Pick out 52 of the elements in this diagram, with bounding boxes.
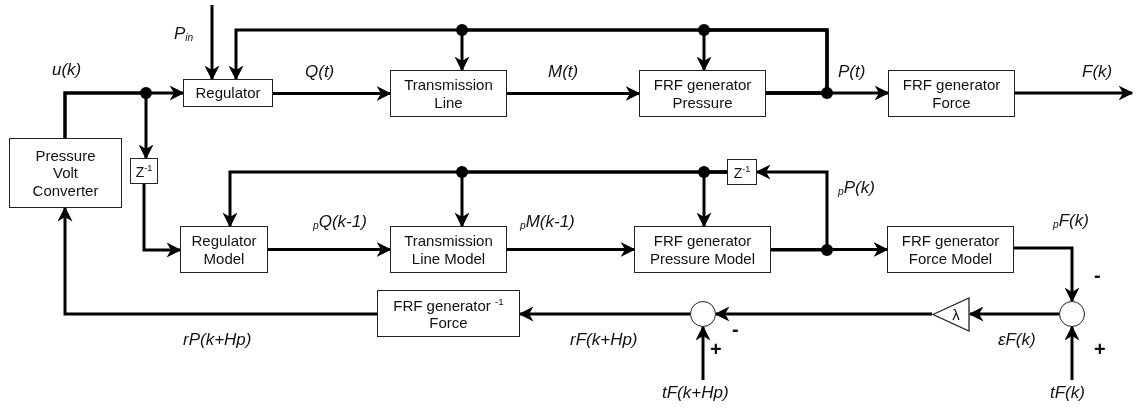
edge-label: tF(k) bbox=[1050, 383, 1085, 403]
sign-label: + bbox=[1094, 338, 1106, 361]
arrow bbox=[57, 206, 377, 316]
arrow bbox=[63, 91, 154, 160]
summing-junction bbox=[1059, 301, 1085, 327]
arrow bbox=[755, 164, 829, 252]
process-box: Z$^{-1}$ bbox=[727, 159, 757, 185]
edge-label: $_{p}$F(k) bbox=[1053, 211, 1089, 231]
sign-label: - bbox=[732, 318, 739, 341]
arrow bbox=[507, 86, 641, 101]
edge-label: rF(k+Hp) bbox=[570, 330, 638, 350]
edge-label: u(k) bbox=[52, 60, 82, 80]
sign-label: + bbox=[710, 338, 722, 361]
process-box: Transmission Line bbox=[390, 70, 507, 117]
arrow bbox=[268, 242, 392, 257]
edge-label: $_{p}$P(k) bbox=[838, 178, 875, 198]
edge-label: rP(k+Hp) bbox=[183, 330, 252, 350]
process-box: Transmission Line Model bbox=[390, 226, 507, 273]
arrow bbox=[695, 325, 711, 380]
process-box: FRF generator Force Model bbox=[887, 226, 1014, 273]
process-box: Regulator Model bbox=[180, 226, 268, 273]
process-box: FRF generator Pressure bbox=[639, 70, 766, 117]
summing-junction bbox=[690, 301, 716, 327]
arrow bbox=[518, 306, 690, 322]
edge-label: F(k) bbox=[1082, 62, 1113, 82]
process-box: Z$^{-1}$ bbox=[130, 158, 158, 184]
arrow bbox=[696, 170, 727, 228]
arrow bbox=[142, 184, 182, 258]
arrow bbox=[696, 28, 829, 95]
arrow bbox=[1064, 325, 1080, 380]
arrow bbox=[273, 86, 392, 101]
edge-label: P$_{in}$ bbox=[174, 24, 194, 44]
process-box: FRF generator Force bbox=[888, 70, 1015, 117]
arrow bbox=[204, 5, 220, 81]
gain-triangle: λ bbox=[932, 297, 970, 332]
process-box: FRF generator Pressure Model bbox=[634, 226, 771, 273]
arrow bbox=[507, 242, 636, 257]
edge-label: εF(k) bbox=[998, 330, 1036, 350]
process-box: FRF generator $^{-1}$ Force bbox=[377, 290, 520, 337]
edge-label: $_{p}$Q(k-1) bbox=[313, 212, 367, 232]
arrow bbox=[1014, 246, 1080, 303]
arrow bbox=[1015, 85, 1134, 101]
edge-label: Q(t) bbox=[305, 62, 335, 82]
arrow bbox=[771, 242, 889, 257]
edge-label: M(t) bbox=[548, 62, 579, 82]
edge-label: $_{p}$M(k-1) bbox=[520, 212, 575, 232]
edge-label: tF(k+Hp) bbox=[662, 383, 729, 403]
sign-label: - bbox=[1094, 264, 1101, 287]
process-box: Regulator bbox=[183, 79, 273, 107]
edge-label: P(t) bbox=[838, 62, 866, 82]
arrow bbox=[714, 306, 932, 322]
process-box: Pressure Volt Converter bbox=[9, 138, 122, 208]
